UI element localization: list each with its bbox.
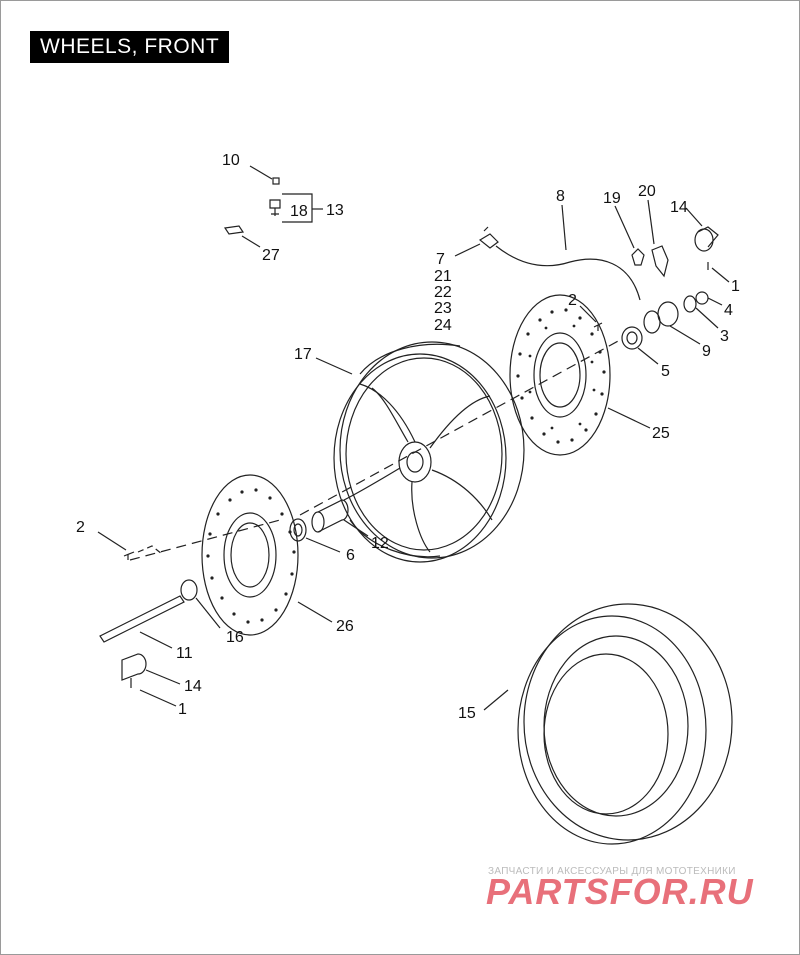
leader-8	[561, 204, 567, 251]
callout-4: 4	[724, 302, 733, 319]
part-6-bearing-inner	[293, 523, 303, 537]
callout-1-bottom: 1	[178, 701, 187, 718]
leader-1-top	[711, 267, 730, 283]
leader-25	[607, 407, 651, 429]
part-5-bearing	[621, 326, 643, 350]
callout-23: 23	[434, 300, 452, 317]
callout-9: 9	[702, 343, 711, 360]
part-20-clip	[651, 245, 669, 278]
callout-2-left: 2	[76, 519, 85, 536]
callout-7: 7	[436, 251, 445, 268]
callout-6: 6	[346, 547, 355, 564]
leader-20	[647, 199, 655, 245]
part-26-brake-disc-left	[201, 474, 299, 636]
leader-15	[483, 689, 509, 711]
callout-12: 12	[371, 535, 389, 552]
disc-25-holes	[516, 308, 606, 444]
leader-1-bottom	[139, 689, 177, 707]
part-17-wheel	[333, 341, 525, 563]
callout-14-top: 14	[670, 199, 688, 216]
part-7-sensor	[478, 226, 499, 249]
callout-25: 25	[652, 425, 670, 442]
part-6-bearing	[289, 518, 307, 542]
watermark-logo: PARTSFOR.RU	[486, 871, 754, 912]
watermark-tagline: ЗАПЧАСТИ И АКСЕССУАРЫ ДЛЯ МОТОТЕХНИКИ	[488, 866, 736, 877]
disc-26-holes	[206, 488, 296, 624]
axle-centerline	[129, 339, 621, 561]
callout-24: 24	[434, 317, 452, 334]
callout-5: 5	[661, 363, 670, 380]
callout-11: 11	[176, 645, 193, 662]
part-19-bracket	[631, 248, 645, 266]
callout-20: 20	[638, 183, 656, 200]
callout-21: 21	[434, 268, 452, 285]
leader-2-right	[579, 305, 597, 323]
diagram-title: WHEELS, FRONT	[30, 31, 230, 63]
part-9-adapter	[657, 301, 679, 327]
callout-15: 15	[458, 705, 476, 722]
leader-17	[315, 357, 353, 375]
leader-6	[305, 537, 341, 553]
leader-9	[669, 325, 701, 345]
callout-13: 13	[326, 202, 344, 219]
leader-14-top	[685, 207, 703, 227]
part-3-washer	[683, 295, 697, 313]
part-10-valve-cap	[272, 177, 280, 185]
part-11-axle	[99, 595, 185, 643]
callout-17: 17	[294, 346, 312, 363]
part-15-tire	[517, 603, 733, 845]
part-14-spacer-top	[694, 228, 714, 252]
leader-26	[297, 601, 333, 623]
part-12-spacer-end	[311, 511, 325, 533]
leader-19	[614, 205, 635, 249]
part-5-bearing-inner	[626, 331, 638, 345]
callout-27: 27	[262, 247, 280, 264]
leader-16	[195, 597, 221, 629]
leader-5	[637, 347, 659, 365]
callout-16: 16	[226, 629, 244, 646]
bracket-13	[282, 193, 313, 223]
part-9-adapter-inner	[643, 310, 661, 334]
callout-1-top: 1	[731, 278, 740, 295]
part-14-spacer-bottom	[121, 653, 147, 681]
leader-14-bottom	[145, 669, 181, 685]
leader-11	[139, 631, 173, 649]
leader-10	[249, 165, 273, 180]
callout-10: 10	[222, 152, 240, 169]
part-2-screw-left	[123, 551, 135, 560]
leader-27	[241, 235, 261, 248]
callout-14-bottom: 14	[184, 678, 202, 695]
part-14-spacer-top-body	[697, 226, 719, 248]
leader-2-left	[97, 531, 127, 551]
callout-2-right: 2	[568, 292, 577, 309]
leader-4	[707, 297, 723, 306]
part-18-valve-stem	[269, 199, 281, 216]
part-16-spacer	[180, 579, 198, 601]
part-25-brake-disc-right	[509, 294, 611, 456]
callout-18: 18	[290, 203, 308, 220]
leader-3	[695, 307, 719, 329]
part-4-nut	[695, 291, 709, 305]
leader-12	[343, 519, 369, 537]
callout-8: 8	[556, 188, 565, 205]
part-2-screw-right	[593, 322, 603, 331]
part-8-cable	[495, 245, 641, 301]
callout-22: 22	[434, 284, 452, 301]
leader-7	[454, 243, 481, 257]
callout-19: 19	[603, 190, 621, 207]
callout-3: 3	[720, 328, 729, 345]
part-27-weight	[223, 225, 245, 235]
callout-26: 26	[336, 618, 354, 635]
screw-2-dashed-path	[137, 545, 163, 555]
part-12-spacer	[317, 499, 349, 533]
